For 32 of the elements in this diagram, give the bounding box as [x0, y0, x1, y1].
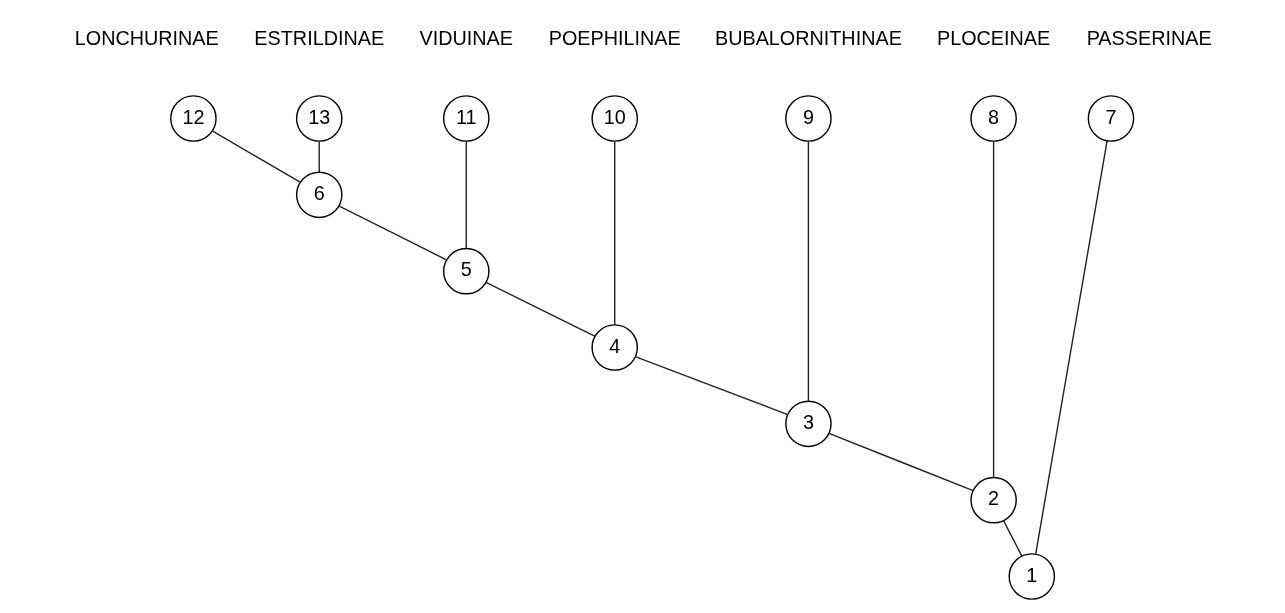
connector [827, 432, 974, 492]
connector [465, 140, 467, 249]
node-label: ESTRILDINAE [253, 26, 384, 49]
node-label: POEPHILINAE [548, 26, 681, 49]
node-circle: 11 [442, 95, 490, 142]
connector [807, 140, 809, 402]
node-label: LONCHURINAE [74, 26, 219, 49]
node-label: PASSERINAE [1086, 26, 1212, 49]
node-circle: 6 [295, 171, 343, 219]
connector [634, 356, 788, 416]
connector [1002, 520, 1022, 557]
node-label: BUBALORNITHINAE [714, 26, 902, 49]
node-circle: 5 [442, 247, 490, 295]
connector [318, 140, 320, 173]
node-label: PLOCEINAE [936, 26, 1050, 49]
node-label: VIDUINAE [419, 26, 513, 49]
node-circle: 4 [590, 324, 638, 371]
connector [992, 140, 994, 479]
connector [613, 140, 615, 326]
node-circle: 8 [969, 95, 1017, 142]
node-circle: 1 [1007, 553, 1055, 600]
connector [338, 205, 447, 261]
connector [1034, 140, 1108, 555]
node-circle: 7 [1087, 95, 1134, 142]
node-circle: 12 [169, 95, 217, 142]
node-circle: 2 [969, 476, 1017, 524]
node-circle: 10 [590, 95, 638, 142]
connector [484, 281, 595, 337]
node-circle: 13 [295, 95, 343, 142]
connector [211, 130, 301, 183]
node-circle: 3 [784, 400, 832, 448]
node-circle: 9 [784, 95, 832, 142]
